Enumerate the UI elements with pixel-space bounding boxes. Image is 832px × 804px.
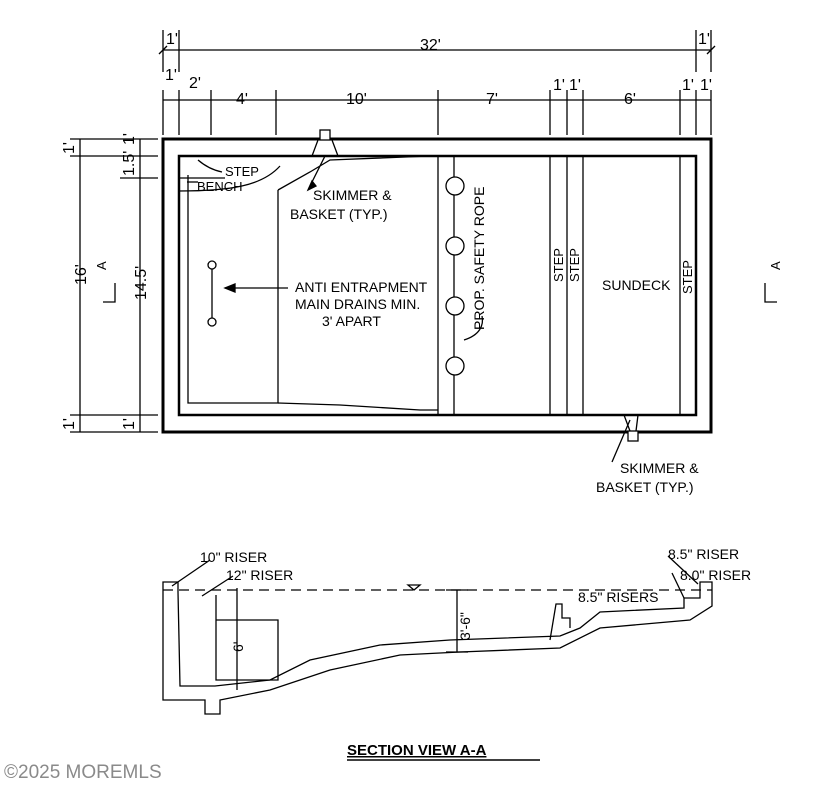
top-dimension-lines	[158, 30, 716, 135]
label-depth-36: 3'-6"	[457, 612, 473, 640]
label-step-b: STEP	[567, 248, 582, 282]
label-riser-85: 8.5" RISER	[668, 546, 739, 562]
label-drains-1: ANTI ENTRAPMENT	[295, 279, 428, 295]
dim-inner-top: 1.5'	[121, 151, 138, 176]
label-step-c: STEP	[680, 260, 695, 294]
label-skimmer-top-2: BASKET (TYP.)	[290, 206, 388, 222]
dim-inner-top2: 1'	[121, 133, 138, 145]
label-riser-10: 10" RISER	[200, 549, 267, 565]
label-skimmer-bottom-1: SKIMMER &	[620, 460, 699, 476]
dim-seg-10: 1'	[700, 77, 712, 94]
step-bench-lines	[178, 159, 281, 192]
dim-overall-width: 32'	[420, 37, 441, 54]
label-drains-2: MAIN DRAINS MIN.	[295, 296, 420, 312]
dim-seg-2: 2'	[189, 75, 201, 92]
dim-left-bottom: 1'	[61, 418, 78, 430]
label-sundeck: SUNDECK	[602, 277, 671, 293]
section-mark-left: A	[94, 261, 109, 270]
pool-outer-wall	[161, 137, 713, 434]
label-riser-12: 12" RISER	[226, 567, 293, 583]
label-riser-80: 8.0" RISER	[680, 567, 751, 583]
section-markers	[103, 283, 777, 303]
dim-seg-5: 7'	[486, 91, 498, 108]
dim-inner-overall: 14.5'	[133, 266, 150, 300]
dim-seg-9: 1'	[682, 77, 694, 94]
label-step: STEP	[225, 164, 259, 179]
label-skimmer-top-1: SKIMMER &	[313, 187, 392, 203]
dim-seg-3: 4'	[236, 91, 248, 108]
dim-seg-7: 1'	[569, 77, 581, 94]
section-title: SECTION VIEW A-A	[347, 742, 487, 759]
dim-left-top: 1'	[61, 142, 78, 154]
label-depth-6: 6'	[230, 642, 246, 652]
label-risers-85: 8.5" RISERS	[578, 589, 658, 605]
dim-top-left: 1'	[166, 31, 178, 48]
label-safety-rope: PROP. SAFETY ROPE	[471, 187, 487, 330]
main-drains	[207, 260, 288, 327]
label-bench: BENCH	[197, 179, 243, 194]
dim-seg-1: 1'	[165, 67, 177, 84]
step-lines	[549, 156, 681, 415]
safety-rope	[437, 156, 484, 415]
dim-seg-4: 10'	[346, 91, 367, 108]
dim-seg-8: 6'	[624, 91, 636, 108]
dim-seg-6: 1'	[553, 77, 565, 94]
left-dimension-lines	[70, 138, 158, 433]
skimmer-top	[306, 129, 339, 192]
skimmer-bottom	[611, 414, 639, 463]
dim-overall-depth: 16'	[73, 264, 90, 285]
watermark: ©2025 MOREMLS	[4, 762, 162, 783]
section-mark-right: A	[768, 261, 783, 270]
label-drains-3: 3' APART	[322, 313, 381, 329]
label-step-a: STEP	[551, 248, 566, 282]
dim-top-right: 1'	[698, 31, 710, 48]
section-profile	[162, 581, 713, 715]
dim-inner-bottom: 1'	[121, 418, 138, 430]
section-dimension-lines	[171, 555, 699, 690]
label-skimmer-bottom-2: BASKET (TYP.)	[596, 479, 694, 495]
